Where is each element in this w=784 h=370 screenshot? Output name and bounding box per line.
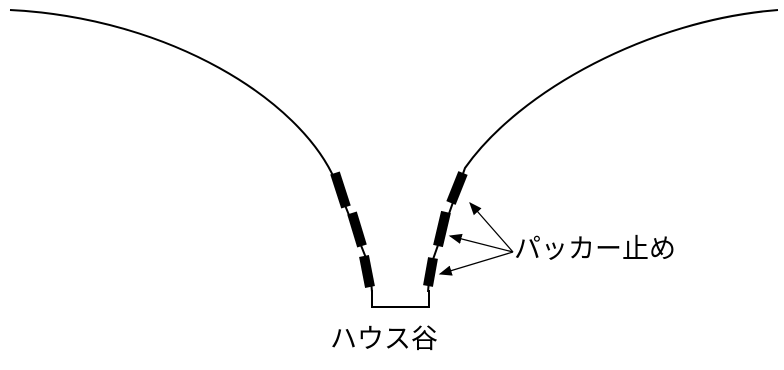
packer-clip-right-1 xyxy=(446,171,468,205)
packer-clip-right-2 xyxy=(433,210,451,248)
packer-clip-left-2 xyxy=(347,211,367,248)
packer-clip-left-1 xyxy=(330,171,351,209)
leader-arrow-2 xyxy=(448,233,514,253)
leader-arrow-1 xyxy=(469,202,514,253)
valley-label: ハウス谷 xyxy=(330,324,438,355)
leader-arrow-3 xyxy=(438,251,514,276)
packer-label: パッカー止め xyxy=(514,234,676,265)
packer-clip-left-3 xyxy=(359,255,375,288)
left-roof-film xyxy=(9,9,373,293)
right-roof-film xyxy=(427,9,779,293)
packer-clip-right-3 xyxy=(423,257,438,287)
valley-gutter xyxy=(371,290,430,308)
